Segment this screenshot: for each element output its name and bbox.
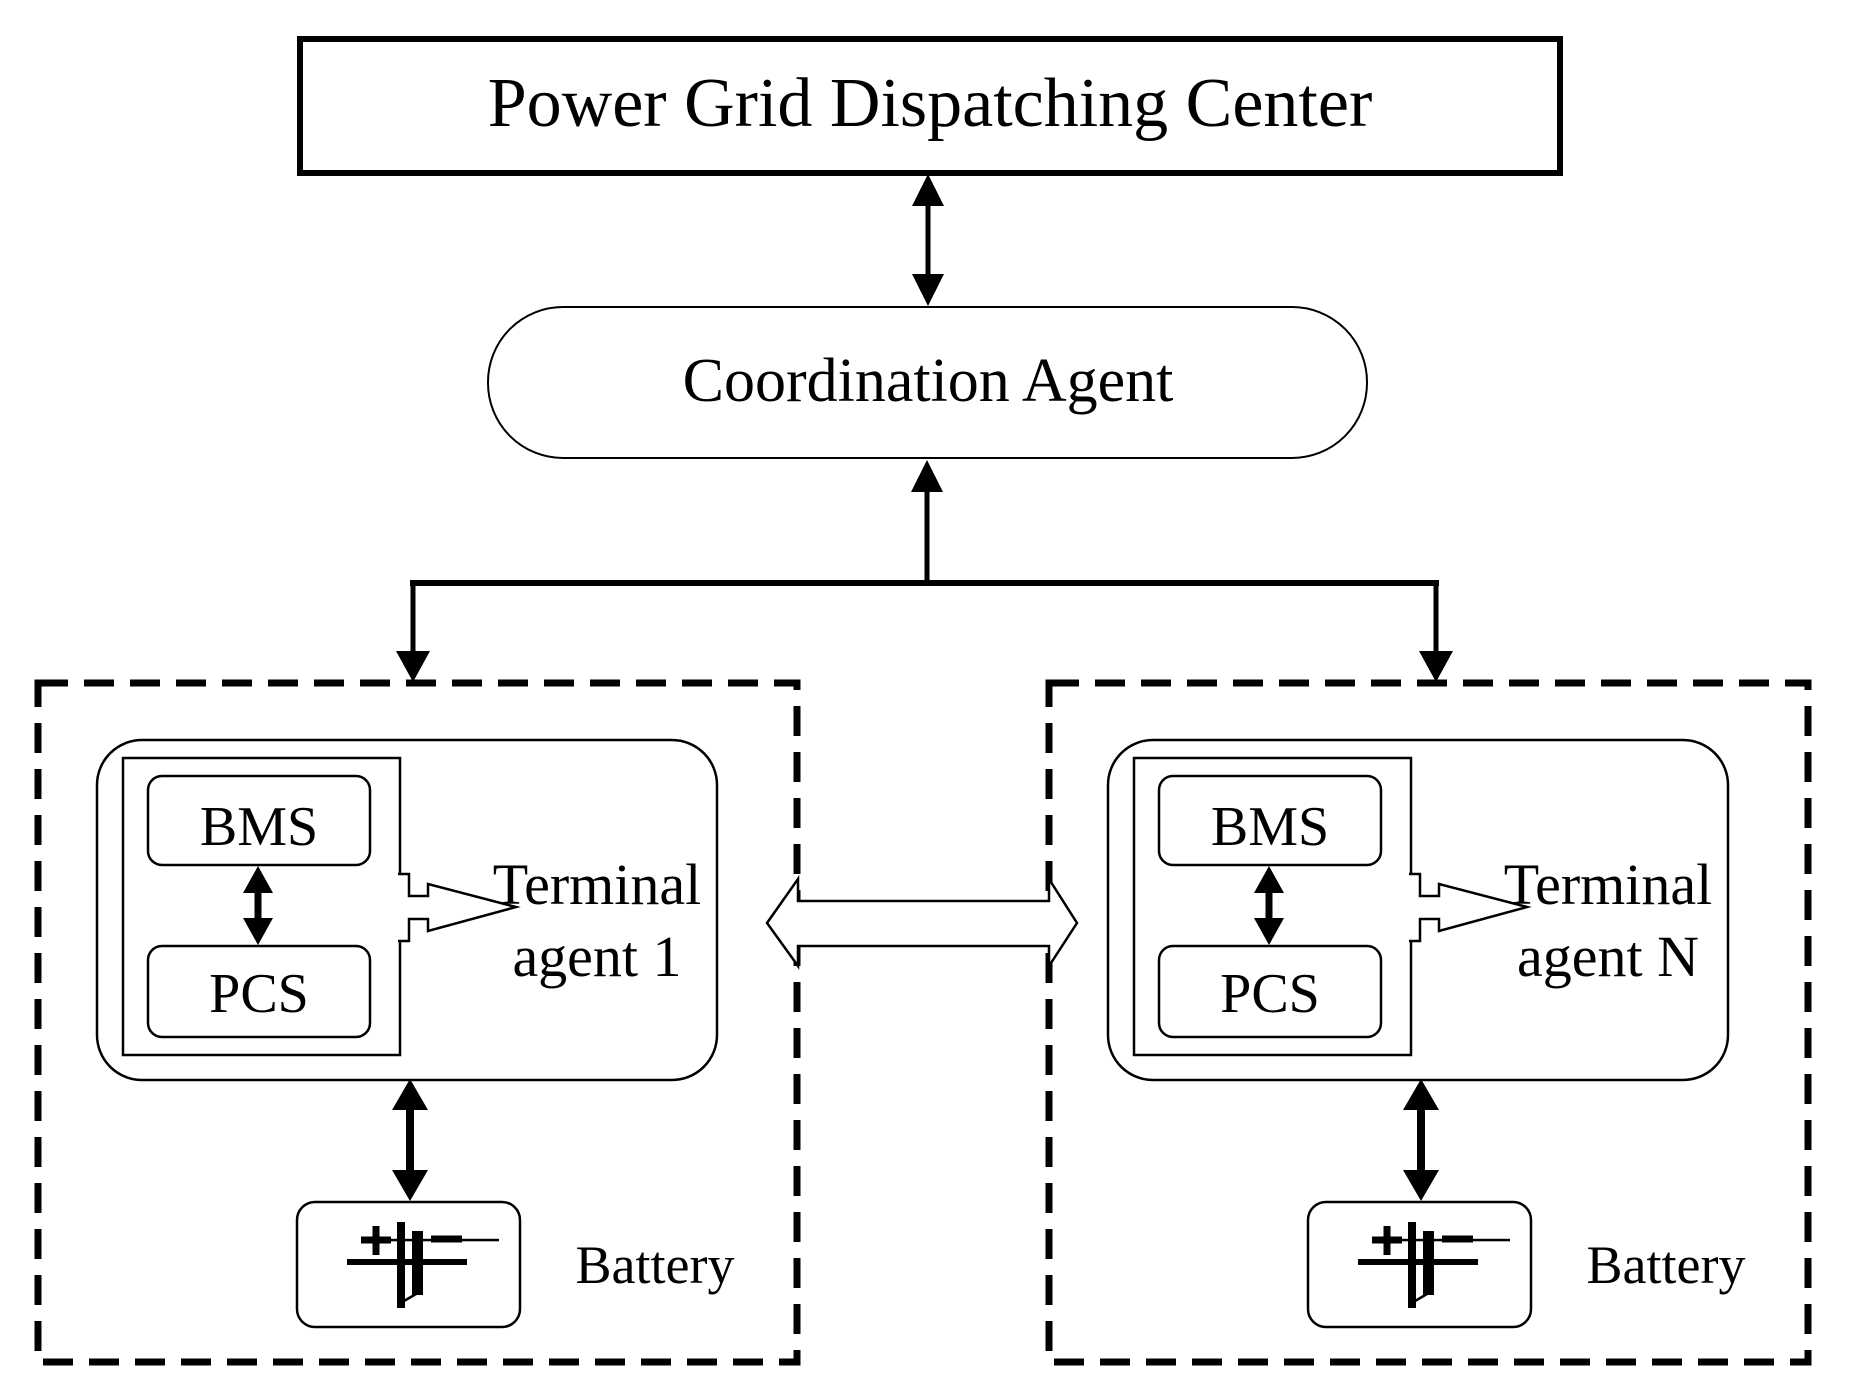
terminal-agent-label-line1: Terminal xyxy=(1504,852,1713,917)
arrow-agent-battery xyxy=(392,1079,428,1201)
arrow-bms-pcs xyxy=(243,866,273,945)
coordination-agent-label: Coordination Agent xyxy=(683,347,1174,415)
bms-label: BMS xyxy=(200,796,318,858)
terminal-agent-label-line2: agent 1 xyxy=(512,924,681,989)
terminal-group-shapes xyxy=(34,679,801,1366)
pcs-box xyxy=(146,944,372,1039)
battery-label: Battery xyxy=(576,1235,735,1295)
inter-terminal-double-arrow xyxy=(765,874,1079,971)
branch-connector xyxy=(396,580,1453,682)
arrow-dispatch-coordination xyxy=(912,174,944,306)
bms-label: BMS xyxy=(1211,796,1329,858)
pcs-label: PCS xyxy=(209,963,309,1025)
arrow-branch-to-coordination xyxy=(911,460,943,586)
battery-label: Battery xyxy=(1587,1235,1746,1295)
terminal-agent-label-line1: Terminal xyxy=(493,852,702,917)
bms-box xyxy=(146,774,372,867)
pcs-label: PCS xyxy=(1220,963,1320,1025)
coordination-agent-box xyxy=(487,306,1368,459)
battery-icon xyxy=(347,1222,499,1308)
terminal-dashed-border xyxy=(34,679,801,1366)
terminal-agent-pointer-arrow xyxy=(398,872,521,943)
terminal-agent-label-line2: agent N xyxy=(1517,924,1699,989)
dispatch-center-label: Power Grid Dispatching Center xyxy=(488,65,1373,142)
dispatch-center-box xyxy=(297,36,1563,176)
